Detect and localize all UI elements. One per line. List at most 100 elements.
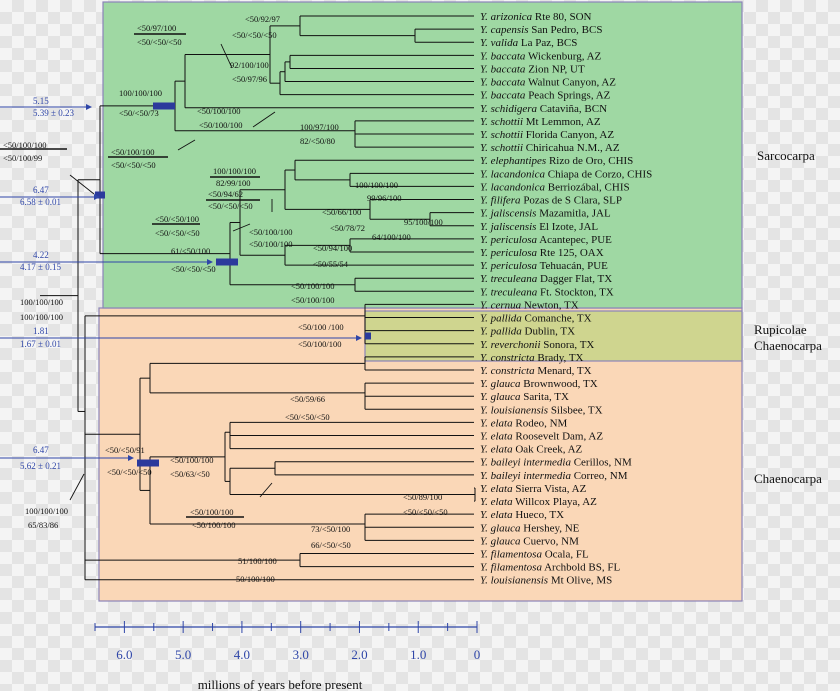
- support-value: <50/<50/<50: [232, 30, 277, 40]
- support-value: <50/<50/<50: [285, 412, 330, 422]
- taxon-label: Y. elata Hueco, TX: [480, 509, 564, 521]
- taxon-label: Y. lacandonica Chiapa de Corzo, CHIS: [480, 168, 652, 180]
- support-value: 51/100/100: [238, 556, 277, 566]
- support-value: 99/96/100: [367, 193, 401, 203]
- support-value: 100/100/100: [213, 166, 256, 176]
- axis-tick-label: 3.0: [293, 647, 309, 662]
- support-value: 66/<50/<50: [311, 540, 351, 550]
- support-value: <50/<50/100: [155, 214, 199, 224]
- support-value: <50/100/100: [291, 281, 335, 291]
- node-bar-chaenocarpa: [137, 459, 159, 467]
- taxon-label: Y. louisianensis Mt Olive, MS: [480, 575, 612, 587]
- support-value: 65/83/86: [28, 520, 58, 530]
- taxon-label: Y. schottii Chiricahua N.M., AZ: [480, 142, 620, 154]
- support-value: <50/97/100: [137, 23, 176, 33]
- taxon-label: Y. elephantipes Rizo de Oro, CHIS: [480, 155, 633, 167]
- axis-title: millions of years before present: [198, 677, 363, 691]
- taxon-label: Y. arizonica Rte 80, SON: [480, 11, 592, 23]
- rupicolae-box: [364, 310, 743, 362]
- age-label: 1.81: [33, 326, 49, 336]
- taxon-label: Y. jaliscensis Mazamitla, JAL: [480, 208, 611, 220]
- age-label: 5.62 ± 0.21: [20, 461, 61, 471]
- taxon-label: Y. baccata Zion NP, UT: [480, 63, 585, 75]
- support-value: 100/100/100: [20, 312, 63, 322]
- taxon-label: Y. filamentosa Archbold BS, FL: [480, 562, 620, 574]
- taxon-label: Y. constricta Brady, TX: [480, 352, 584, 364]
- support-value: <50/<50/<50: [137, 37, 182, 47]
- taxon-label: Y. periculosa Acantepec, PUE: [480, 234, 612, 246]
- node-bar-sarcocarpa-low: [216, 258, 238, 266]
- support-value: <50/<50/91: [105, 445, 145, 455]
- taxon-label: Y. treculeana Ft. Stockton, TX: [480, 286, 614, 298]
- support-value: 100/100/100: [355, 180, 398, 190]
- axis-tick-label: 4.0: [234, 647, 250, 662]
- taxon-label: Y. glauca Brownwood, TX: [480, 378, 598, 390]
- taxon-label: Y. pallida Comanche, TX: [480, 313, 592, 325]
- tree-branches: [40, 15, 476, 581]
- node-bars: [95, 102, 371, 467]
- support-value: <50/100/100: [192, 520, 236, 530]
- support-value: <50/55/54: [313, 259, 349, 269]
- taxon-label: Y. glauca Sarita, TX: [480, 391, 569, 403]
- age-label: 4.22: [33, 250, 49, 260]
- support-value: 95/100/100: [404, 217, 443, 227]
- age-label: 6.47: [33, 445, 49, 455]
- sarcocarpa-box: [102, 1, 743, 309]
- support-value: <50/66/100: [322, 207, 361, 217]
- support-value: 100/100/100: [119, 88, 162, 98]
- support-value: <50/<50/<50: [208, 201, 253, 211]
- clade-label: Chaenocarpa: [754, 471, 822, 486]
- age-arrowhead: [94, 194, 100, 200]
- age-annotations: 5.155.39 ± 0.236.476.58 ± 0.014.224.17 ±…: [0, 96, 362, 471]
- support-arrow: [177, 139, 196, 151]
- axis-tick-label: 1.0: [410, 647, 426, 662]
- support-value: <50/59/66: [290, 394, 325, 404]
- age-arrowhead: [207, 259, 213, 265]
- support-arrow: [252, 111, 276, 128]
- support-value: <50/100/100: [3, 140, 47, 150]
- support-value: <50/100/100: [249, 239, 293, 249]
- clade-label: Rupicolae: [754, 322, 807, 337]
- support-value: 50/100/100: [236, 574, 275, 584]
- age-arrowhead: [86, 104, 92, 110]
- support-value: <50/100/99: [3, 153, 42, 163]
- support-value: <50/89/100: [403, 492, 442, 502]
- support-arrow: [69, 174, 95, 195]
- taxon-label: Y. constricta Menard, TX: [480, 365, 592, 377]
- support-value: <50/97/96: [232, 74, 267, 84]
- support-value: 100/100/100: [20, 297, 63, 307]
- taxon-label: Y. elata Sierra Vista, AZ: [480, 483, 587, 495]
- taxon-label: Y. glauca Hershey, NE: [480, 522, 580, 534]
- taxon-label: Y. louisianensis Silsbee, TX: [480, 404, 603, 416]
- support-value: <50/<50/<50: [155, 228, 200, 238]
- support-value: 73/<50/100: [311, 524, 350, 534]
- taxon-label: Y. valida La Paz, BCS: [480, 37, 577, 49]
- support-value: <50/92/97: [245, 14, 280, 24]
- support-value: <50/63/<50: [170, 469, 210, 479]
- support-value: <50/100/100: [291, 295, 335, 305]
- taxon-label: Y. periculosa Rte 125, OAX: [480, 247, 604, 259]
- support-values: <50/92/97 <50/97/100 <50/<50/<50 <50/<50/<5…: [0, 14, 448, 584]
- support-arrow: [232, 223, 251, 232]
- support-value: <50/100/100: [190, 507, 234, 517]
- axis-tick-label: 5.0: [175, 647, 191, 662]
- taxon-label: Y. schottii Florida Canyon, AZ: [480, 129, 614, 141]
- taxon-label: Y. filifera Pozas de S Clara, SLP: [480, 195, 622, 207]
- taxon-label: Y. elata Willcox Playa, AZ: [480, 496, 597, 508]
- support-value: <50/100/100: [249, 227, 293, 237]
- age-label: 6.58 ± 0.01: [20, 197, 61, 207]
- node-bar-crown: [95, 191, 105, 199]
- taxon-label: Y. baccata Wickenburg, AZ: [480, 50, 602, 62]
- taxon-label: Y. pallida Dublin, TX: [480, 326, 575, 338]
- age-label: 5.15: [33, 96, 49, 106]
- support-value: <50/94/62: [208, 189, 243, 199]
- clade-label: Chaenocarpa: [754, 338, 822, 353]
- support-value: <50/100/100: [197, 106, 241, 116]
- age-label: 4.17 ± 0.15: [20, 262, 61, 272]
- taxon-label: Y. treculeana Dagger Flat, TX: [480, 273, 612, 285]
- support-value: 100/100/100: [25, 506, 68, 516]
- taxon-label: Y. baccata Walnut Canyon, AZ: [480, 77, 616, 89]
- axis-tick-label: 0: [474, 647, 481, 662]
- taxon-label: Y. schidigera Cataviña, BCN: [480, 103, 607, 115]
